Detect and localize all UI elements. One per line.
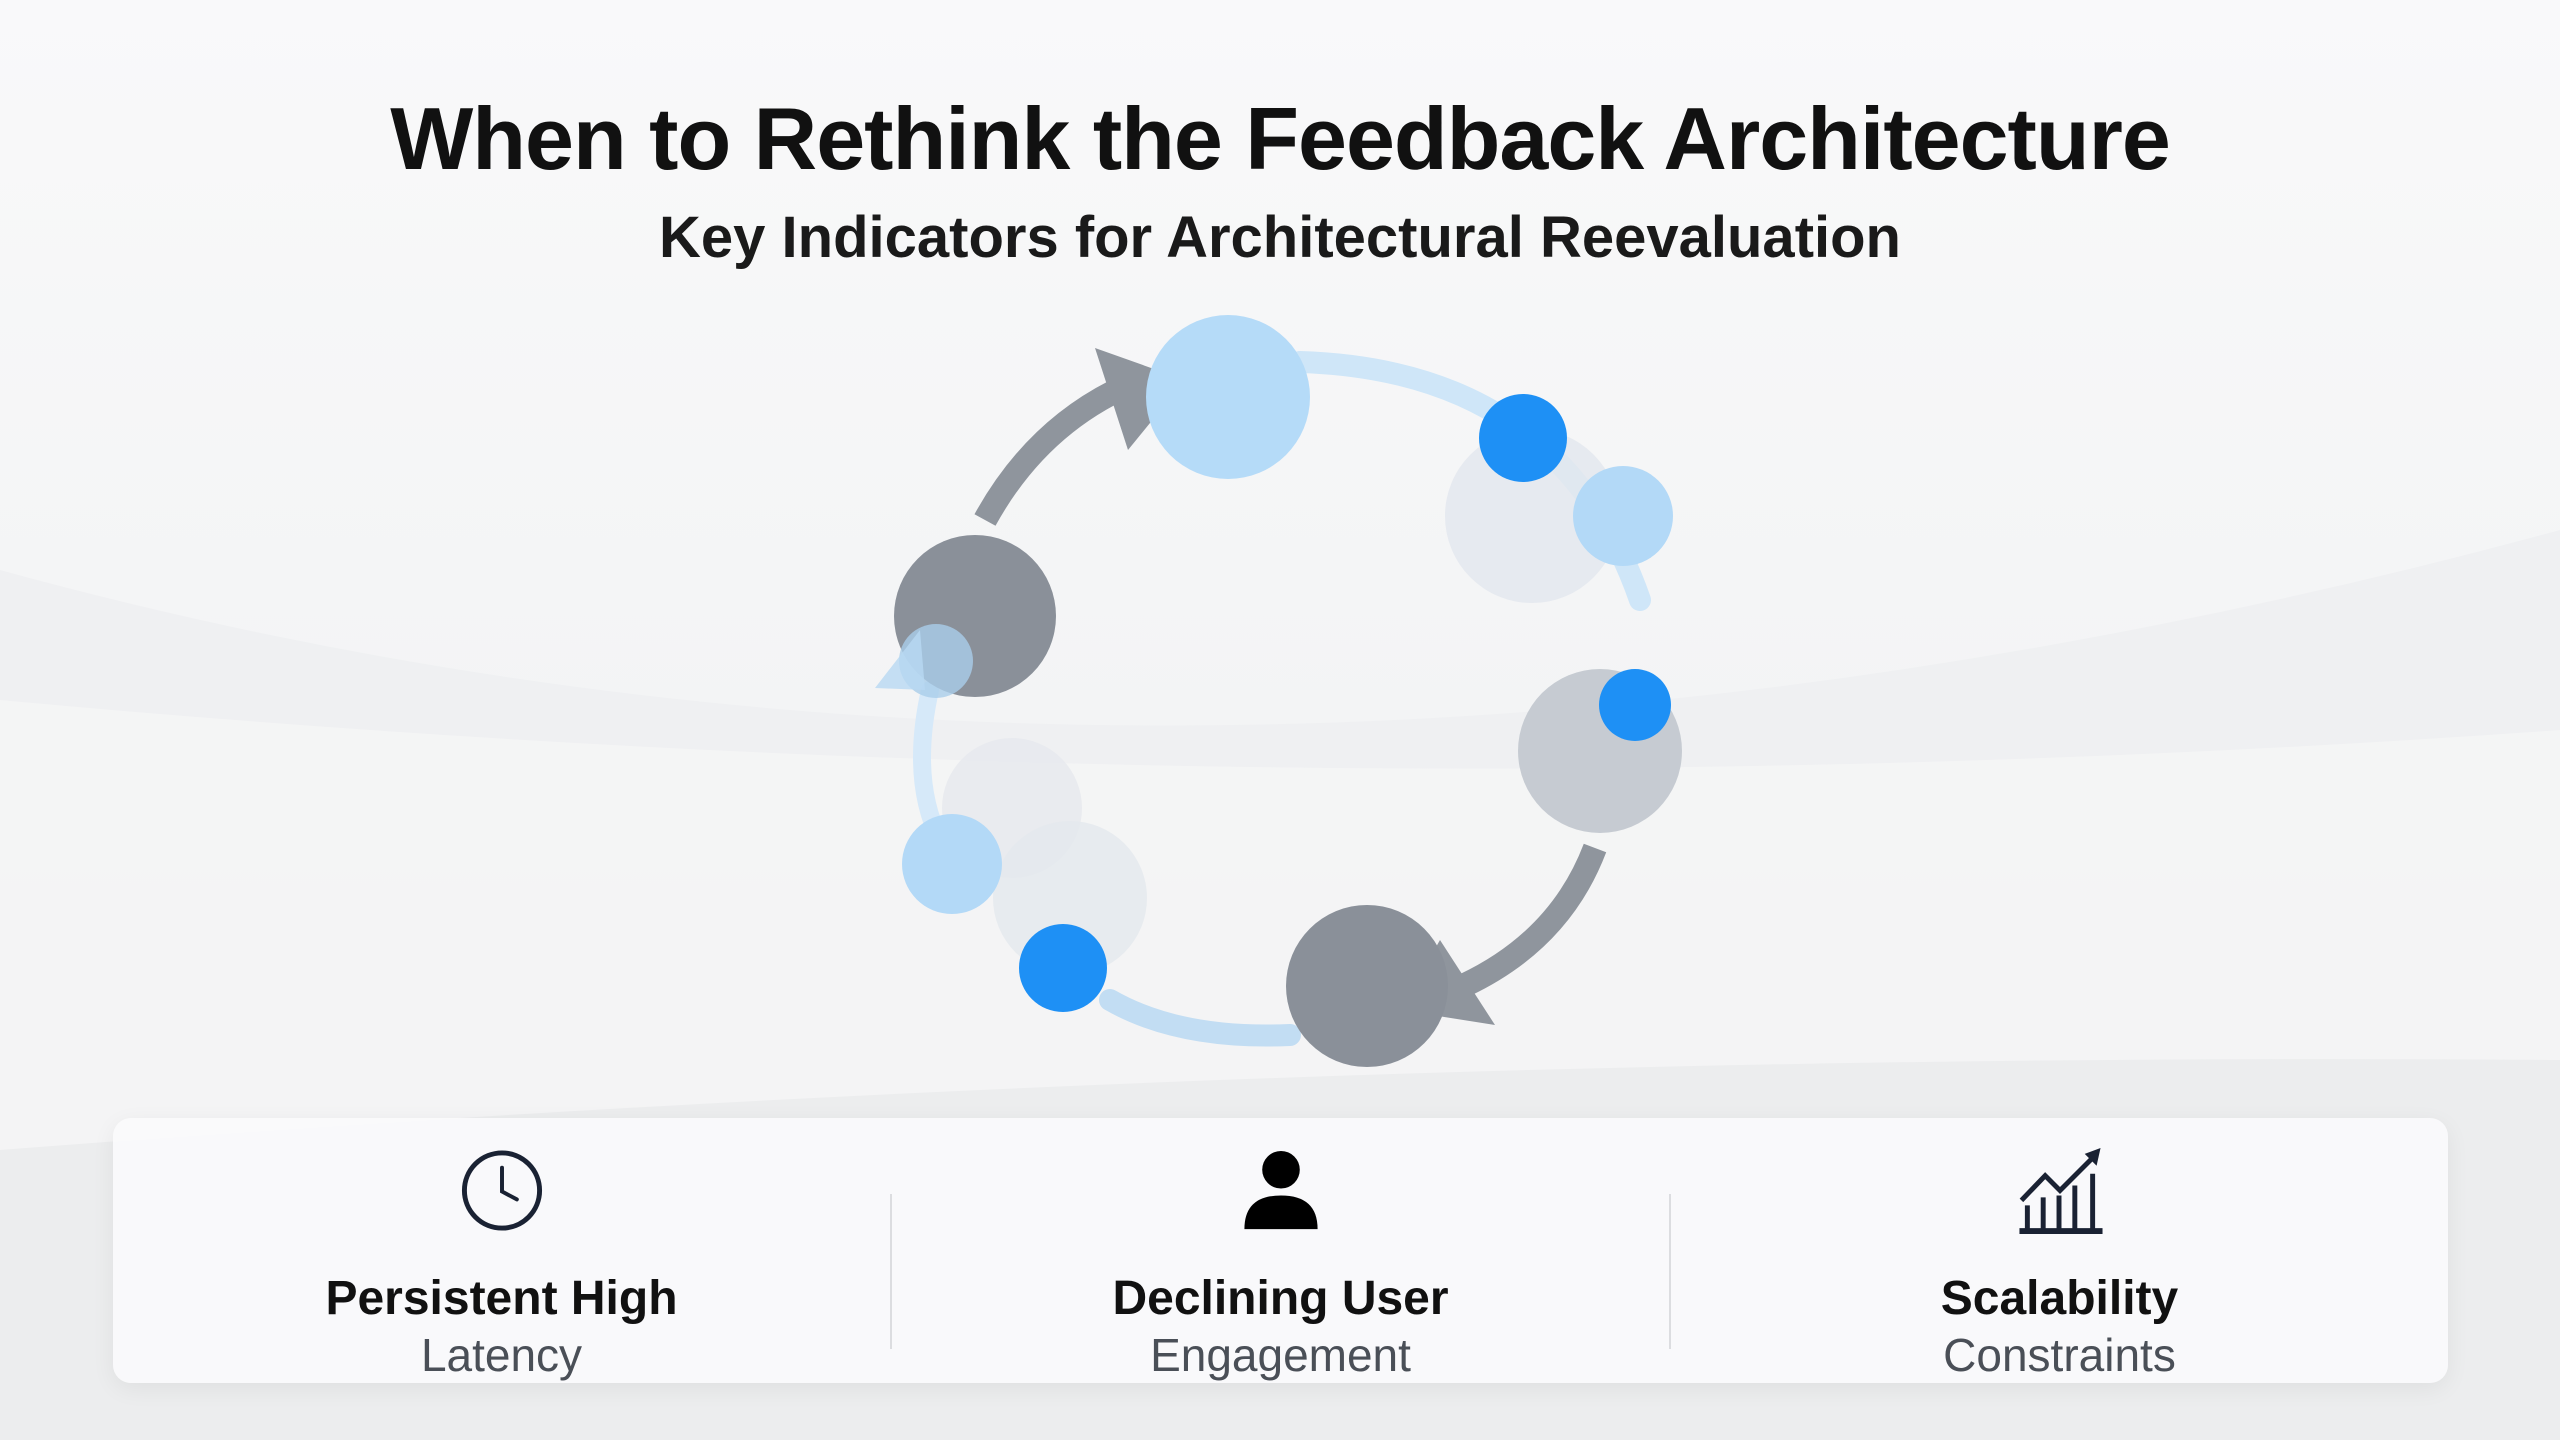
node xyxy=(1573,466,1673,566)
page-subtitle: Key Indicators for Architectural Reevalu… xyxy=(659,205,1901,270)
indicator-title: Persistent High xyxy=(325,1272,678,1325)
indicator-card: Scalability Constraints xyxy=(1671,1118,2448,1383)
node-accent xyxy=(1019,924,1107,1012)
indicator-subtitle: Constraints xyxy=(1943,1329,2176,1381)
indicator-title: Scalability xyxy=(1940,1272,2179,1325)
divider xyxy=(1669,1194,1671,1349)
node xyxy=(1286,905,1448,1067)
node xyxy=(902,814,1002,914)
node xyxy=(993,821,1147,975)
indicator-subtitle: Latency xyxy=(420,1329,583,1381)
indicators-panel: Persistent High Latency Declining User E… xyxy=(113,1118,2448,1383)
divider xyxy=(890,1194,892,1349)
user-icon xyxy=(1243,1150,1318,1230)
node xyxy=(1445,429,1619,603)
node-accent xyxy=(1599,669,1671,741)
growth-chart-icon xyxy=(2018,1147,2103,1235)
cycle-arrow-bottom-right xyxy=(1459,843,1607,996)
indicator-card: Persistent High Latency xyxy=(113,1118,890,1383)
arrowhead-icon xyxy=(875,630,925,690)
clock-icon xyxy=(461,1150,542,1231)
node xyxy=(1146,315,1310,479)
indicator-card: Declining User Engagement xyxy=(892,1118,1669,1383)
indicator-subtitle: Engagement xyxy=(1150,1329,1411,1381)
page-title: When to Rethink the Feedback Architectur… xyxy=(390,89,2171,188)
node-accent xyxy=(1479,394,1567,482)
cycle-arc-bottom xyxy=(1099,989,1301,1047)
indicator-title: Declining User xyxy=(1112,1272,1449,1325)
